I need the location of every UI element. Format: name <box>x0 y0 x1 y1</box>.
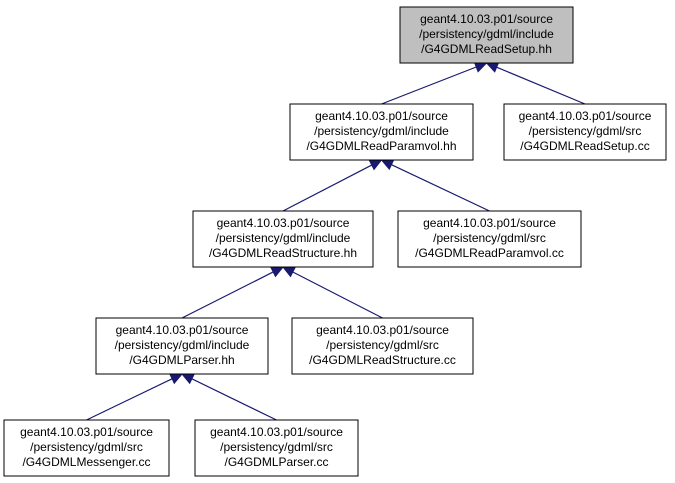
node-read-paramvol-hh[interactable]: geant4.10.03.p01/source/persistency/gdml… <box>289 103 474 161</box>
node-label-line: geant4.10.03.p01/source <box>316 323 449 337</box>
node-label-line: /persistency/gdml/include <box>115 338 250 352</box>
edge-read-paramvol-hh-to-read-setup-hh <box>381 66 477 105</box>
node-read-setup-cc[interactable]: geant4.10.03.p01/source/persistency/gdml… <box>503 103 667 161</box>
node-read-setup-hh[interactable]: geant4.10.03.p01/source/persistency/gdml… <box>399 6 574 64</box>
node-read-paramvol-cc[interactable]: geant4.10.03.p01/source/persistency/gdml… <box>397 210 582 268</box>
node-label-line: geant4.10.03.p01/source <box>519 109 652 123</box>
node-box <box>289 103 474 161</box>
node-messenger-cc[interactable]: geant4.10.03.p01/source/persistency/gdml… <box>3 419 170 477</box>
nodes-layer: geant4.10.03.p01/source/persistency/gdml… <box>3 6 667 477</box>
node-box <box>291 317 474 375</box>
node-label-line: /persistency/gdml/src <box>220 440 333 454</box>
arrowhead-icon <box>169 373 184 385</box>
node-label-line: geant4.10.03.p01/source <box>20 425 153 439</box>
node-label-line: geant4.10.03.p01/source <box>217 216 350 230</box>
node-label-line: /G4GDMLReadStructure.cc <box>309 353 456 367</box>
node-box <box>503 103 667 161</box>
node-parser-cc[interactable]: geant4.10.03.p01/source/persistency/gdml… <box>194 419 359 477</box>
node-box <box>397 210 582 268</box>
node-label-line: /persistency/gdml/include <box>419 27 554 41</box>
node-read-structure-cc[interactable]: geant4.10.03.p01/source/persistency/gdml… <box>291 317 474 375</box>
edge-messenger-cc-to-parser-hh <box>86 378 173 421</box>
node-label-line: /G4GDMLReadSetup.hh <box>421 42 552 56</box>
node-label-line: geant4.10.03.p01/source <box>210 425 343 439</box>
node-label-line: /persistency/gdml/include <box>314 124 449 138</box>
node-label-line: /persistency/gdml/src <box>529 124 642 138</box>
node-label-line: /persistency/gdml/src <box>433 231 546 245</box>
node-label-line: /G4GDMLReadParamvol.hh <box>306 139 456 153</box>
arrowhead-icon <box>270 266 285 278</box>
edge-parser-cc-to-parser-hh <box>191 378 277 421</box>
node-label-line: geant4.10.03.p01/source <box>420 12 553 26</box>
arrowhead-icon <box>380 159 395 171</box>
arrowhead-icon <box>368 159 383 171</box>
arrowhead-icon <box>485 62 500 73</box>
node-box <box>399 6 574 64</box>
node-label-line: /persistency/gdml/include <box>216 231 351 245</box>
node-label-line: /G4GDMLParser.hh <box>129 353 234 367</box>
node-label-line: /G4GDMLReadParamvol.cc <box>415 246 564 260</box>
node-box <box>194 419 359 477</box>
node-label-line: geant4.10.03.p01/source <box>116 323 249 337</box>
node-label-line: /G4GDMLParser.cc <box>224 455 328 469</box>
node-box <box>95 317 269 375</box>
edge-parser-hh-to-read-structure-hh <box>181 271 274 319</box>
edge-read-setup-cc-to-read-setup-hh <box>496 66 586 105</box>
edges-layer <box>86 61 586 421</box>
node-parser-hh[interactable]: geant4.10.03.p01/source/persistency/gdml… <box>95 317 269 375</box>
arrowhead-icon <box>281 266 296 278</box>
node-label-line: /persistency/gdml/src <box>30 440 143 454</box>
node-label-line: /persistency/gdml/src <box>326 338 439 352</box>
node-label-line: /G4GDMLReadSetup.cc <box>520 139 649 153</box>
node-read-structure-hh[interactable]: geant4.10.03.p01/source/persistency/gdml… <box>192 210 374 268</box>
edge-read-paramvol-cc-to-read-paramvol-hh <box>391 164 490 212</box>
node-label-line: /G4GDMLReadStructure.hh <box>209 246 357 260</box>
node-box <box>3 419 170 477</box>
node-label-line: geant4.10.03.p01/source <box>423 216 556 230</box>
edge-read-structure-hh-to-read-paramvol-hh <box>282 164 373 212</box>
node-box <box>192 210 374 268</box>
node-label-line: geant4.10.03.p01/source <box>315 109 448 123</box>
node-label-line: /G4GDMLMessenger.cc <box>22 455 150 469</box>
edge-read-structure-cc-to-read-structure-hh <box>292 271 383 319</box>
arrowhead-icon <box>180 373 195 385</box>
arrowhead-icon <box>473 61 488 73</box>
